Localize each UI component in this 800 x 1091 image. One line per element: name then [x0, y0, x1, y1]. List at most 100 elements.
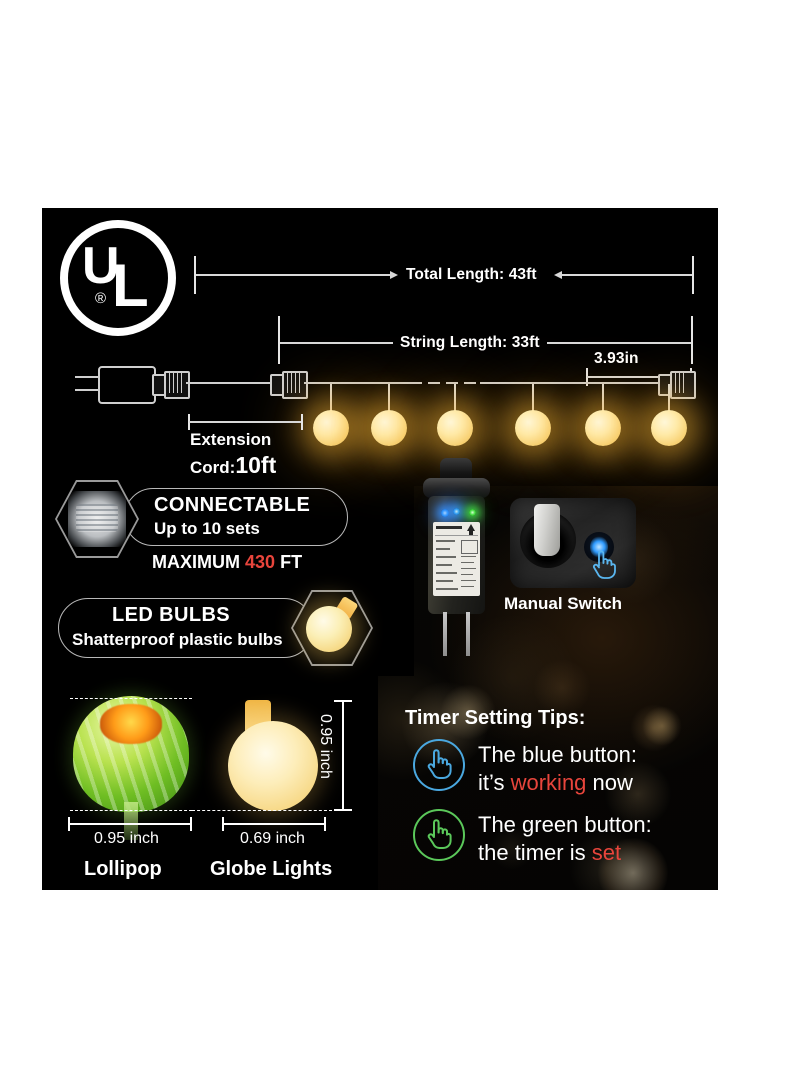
connectable-maximum-row: MAXIMUM 430 FT — [152, 552, 302, 573]
string-wire-left — [304, 382, 422, 384]
globe-width-label: 0.69 inch — [240, 830, 305, 847]
controller-prong-right — [466, 612, 470, 656]
label-header-line — [436, 526, 462, 529]
connector-rib — [169, 373, 170, 393]
label-text-line — [436, 556, 456, 558]
label-text-line — [436, 588, 458, 590]
timer-tip-green-circle — [413, 809, 465, 861]
tip-1-highlight: working — [510, 770, 587, 795]
controller-blue-led — [441, 509, 449, 517]
tip-2-highlight: set — [591, 840, 622, 865]
hand-pointer-icon-blue — [427, 749, 452, 779]
connector-plug-ridges — [76, 504, 118, 532]
connector-rib — [291, 373, 292, 393]
controller-collar — [423, 478, 490, 498]
label-text-line — [436, 572, 457, 574]
globe-bulb-photo — [228, 721, 318, 811]
globe-height-tick-bottom — [334, 809, 352, 811]
connector-rib — [177, 373, 178, 393]
diagram-backdrop-mid — [378, 486, 414, 676]
connector-rib — [679, 373, 680, 393]
globe-bottom-dashline — [192, 810, 332, 811]
extension-cord-label-line1: Extension — [190, 430, 272, 449]
timer-tip-2-line1: The green button: — [478, 812, 652, 837]
globe-name: Globe Lights — [210, 858, 333, 880]
hand-pointer-icon-switch — [593, 550, 616, 579]
tip-2-prefix: the timer is — [478, 840, 592, 865]
label-text-line — [436, 540, 455, 542]
globe-bulb — [371, 410, 407, 446]
lollipop-flower-center — [100, 704, 162, 744]
label-side-line — [461, 580, 476, 581]
connector-rib — [683, 373, 684, 393]
timer-tip-blue-circle — [413, 739, 465, 791]
globe-bulb — [651, 410, 687, 446]
total-length-tick-left — [194, 256, 196, 294]
lollipop-width-tick-right — [190, 817, 192, 831]
extension-tick-right — [301, 414, 303, 430]
infographic-panel: U L ® Total Length: 43ft String Length: … — [42, 208, 718, 890]
connector-rib — [173, 373, 174, 393]
label-side-line — [461, 574, 473, 575]
lollipop-stick — [124, 802, 138, 840]
led-bulbs-subtitle: Shatterproof plastic bulbs — [72, 630, 283, 649]
connector-rib — [181, 373, 182, 393]
lollipop-width-line — [68, 823, 192, 825]
string-length-label: String Length: 33ft — [400, 334, 540, 351]
timer-tip-2-line2: the timer is set — [478, 840, 621, 866]
maximum-prefix: MAXIMUM — [152, 552, 240, 572]
plug-prong-bottom — [75, 389, 99, 391]
tip-1-prefix: it’s — [478, 770, 511, 795]
globe-width-line — [222, 823, 326, 825]
string-wire-dash — [464, 382, 476, 384]
bulb-stem — [454, 384, 456, 412]
globe-bulb — [585, 410, 621, 446]
power-adapter-body — [98, 366, 156, 404]
lollipop-name: Lollipop — [84, 858, 162, 880]
connector-rib — [675, 373, 676, 393]
extension-cord-wire — [186, 382, 272, 384]
lollipop-width-label: 0.95 inch — [94, 830, 159, 847]
lollipop-bottom-dashline — [70, 810, 192, 811]
ul-letter-u: U — [82, 237, 120, 295]
connector-rib — [287, 373, 288, 393]
controller-instruction-label — [433, 522, 480, 596]
connectable-title: CONNECTABLE — [154, 494, 311, 516]
connector-rib — [299, 373, 300, 393]
registered-trademark-icon: ® — [95, 290, 107, 307]
string-length-tick-left — [278, 316, 280, 364]
label-divider — [435, 535, 478, 536]
label-text-line — [436, 564, 452, 566]
total-length-line-left — [196, 274, 396, 276]
bulb-stem — [532, 384, 534, 412]
led-bulbs-title: LED BULBS — [112, 604, 231, 626]
label-arrow-stem — [469, 530, 473, 535]
string-wire-right — [480, 382, 660, 384]
manual-switch-label: Manual Switch — [504, 594, 623, 613]
globe-bulb — [313, 410, 349, 446]
globe-bulb — [437, 410, 473, 446]
extension-cord-label-line2: Cord:10ft — [190, 452, 276, 479]
timer-tip-1-line2: it’s working now — [478, 770, 633, 796]
manual-switch-toggle[interactable] — [534, 504, 560, 556]
led-bulb-closeup — [306, 606, 352, 652]
string-wire-dash — [428, 382, 440, 384]
maximum-value: 430 — [245, 552, 276, 572]
total-length-line-right — [562, 274, 692, 276]
extension-dim-line — [189, 421, 302, 423]
controller-blue-led-2 — [453, 508, 460, 515]
controller-green-led — [469, 509, 476, 516]
timer-tips-heading: Timer Setting Tips: — [405, 707, 586, 729]
globe-width-tick-right — [324, 817, 326, 831]
ul-certification-badge: U L ® — [60, 220, 176, 336]
connector-rib — [295, 373, 296, 393]
globe-height-tick-top — [334, 700, 352, 702]
label-text-line — [436, 548, 450, 550]
label-side-line — [461, 586, 474, 587]
ul-ring-icon — [60, 220, 176, 336]
label-text-line — [436, 580, 453, 582]
bulb-stem — [330, 384, 332, 412]
label-diagram-box — [461, 540, 478, 554]
label-arrow-icon — [467, 524, 475, 531]
